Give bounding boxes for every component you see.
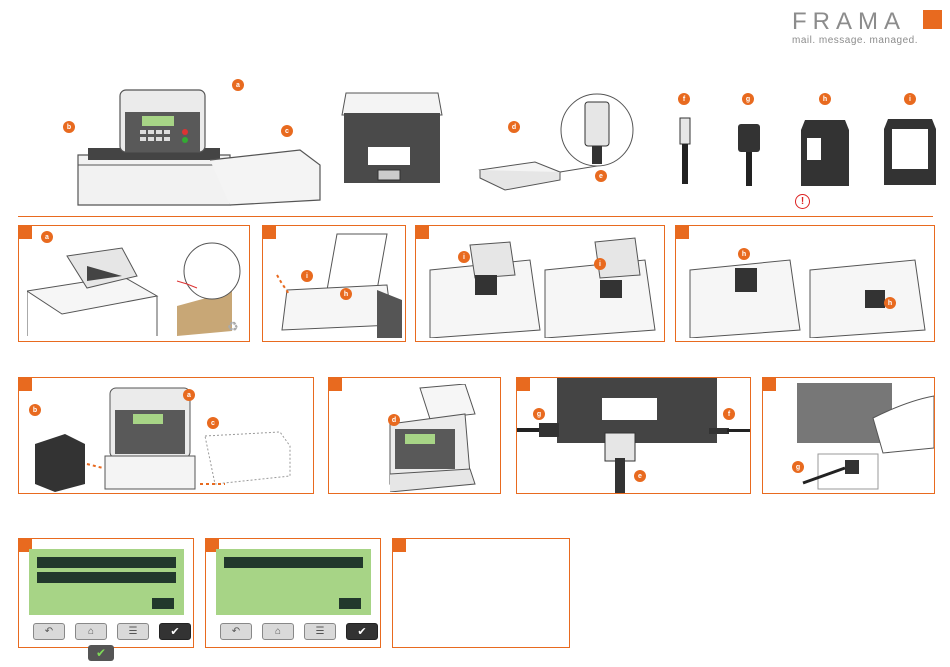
- callout-i: i: [904, 93, 916, 105]
- lcd-line-1: [37, 557, 176, 568]
- menu-icon[interactable]: ☰: [117, 623, 149, 640]
- callout-b: b: [63, 121, 75, 133]
- home-icon[interactable]: ⌂: [75, 623, 107, 640]
- step-insert-ink-tank: i i: [415, 225, 665, 342]
- lcd-ok-field: [152, 598, 174, 609]
- ink-tank-illustration: [880, 115, 940, 190]
- softkey-row: ↶ ⌂ ☰ ✔: [220, 623, 378, 640]
- check-icon[interactable]: ✔: [346, 623, 378, 640]
- callout-c: c: [281, 125, 293, 137]
- callout-a-step: a: [41, 231, 53, 243]
- callout-h: h: [819, 93, 831, 105]
- brand-tagline: mail. message. managed.: [792, 35, 918, 46]
- recycle-icon: ♻: [227, 319, 241, 333]
- callout-b-step: b: [29, 404, 41, 416]
- back-icon[interactable]: ↶: [33, 623, 65, 640]
- usb-cable-illustration: [670, 110, 700, 190]
- callout-h-step-a: h: [738, 248, 750, 260]
- step-unpack: a ♻: [18, 225, 250, 342]
- callout-i-step-a: i: [458, 251, 470, 263]
- step-plug-power: g: [762, 377, 935, 494]
- callout-d: d: [508, 121, 520, 133]
- frama-logo: FRAMA mail. message. managed.: [792, 8, 942, 48]
- display-step-2: ↶ ⌂ ☰ ✔: [205, 538, 381, 648]
- step-attach-scale: d: [328, 377, 501, 494]
- step-connect-cables: g f e: [516, 377, 751, 494]
- check-icon-legend: ✔: [88, 645, 114, 661]
- power-cable-illustration: [730, 110, 770, 190]
- warning-icon: !: [795, 194, 810, 209]
- callout-a: a: [232, 79, 244, 91]
- callout-g: g: [742, 93, 754, 105]
- ink-cartridge-illustration: [795, 110, 855, 190]
- step-insert-cartridge: h h: [675, 225, 935, 342]
- callout-e: e: [595, 170, 607, 182]
- step-assemble: b a c: [18, 377, 314, 494]
- brand-name: FRAMA: [792, 8, 906, 36]
- lcd-line-1: [224, 557, 363, 568]
- callout-g-step: g: [533, 408, 545, 420]
- step-open-cover: i h: [262, 225, 406, 342]
- franking-machine-overview: [70, 80, 330, 210]
- callout-i-step: i: [301, 270, 313, 282]
- callout-h-step: h: [340, 288, 352, 300]
- display-step-3-empty: [392, 538, 570, 648]
- callout-g-step-plug: g: [792, 461, 804, 473]
- scale-and-cable-illustration: [470, 90, 635, 200]
- callout-a-step-assemble: a: [183, 389, 195, 401]
- check-icon[interactable]: ✔: [159, 623, 191, 640]
- softkey-row: ↶ ⌂ ☰ ✔: [33, 623, 191, 640]
- lcd-screen: [29, 549, 184, 615]
- callout-c-step: c: [207, 417, 219, 429]
- callout-f: f: [678, 93, 690, 105]
- callout-f-step: f: [723, 408, 735, 420]
- callout-i-step-b: i: [594, 258, 606, 270]
- callout-h-step-b: h: [884, 297, 896, 309]
- brand-square: [923, 10, 942, 29]
- step-marker: [392, 538, 406, 552]
- menu-icon[interactable]: ☰: [304, 623, 336, 640]
- lcd-screen: [216, 549, 371, 615]
- printer-module-illustration: [338, 85, 448, 187]
- display-step-1: ↶ ⌂ ☰ ✔: [18, 538, 194, 648]
- home-icon[interactable]: ⌂: [262, 623, 294, 640]
- callout-e-step: e: [634, 470, 646, 482]
- lcd-line-2: [37, 572, 176, 583]
- lcd-ok-field: [339, 598, 361, 609]
- back-icon[interactable]: ↶: [220, 623, 252, 640]
- callout-d-step: d: [388, 414, 400, 426]
- section-divider: [18, 216, 933, 217]
